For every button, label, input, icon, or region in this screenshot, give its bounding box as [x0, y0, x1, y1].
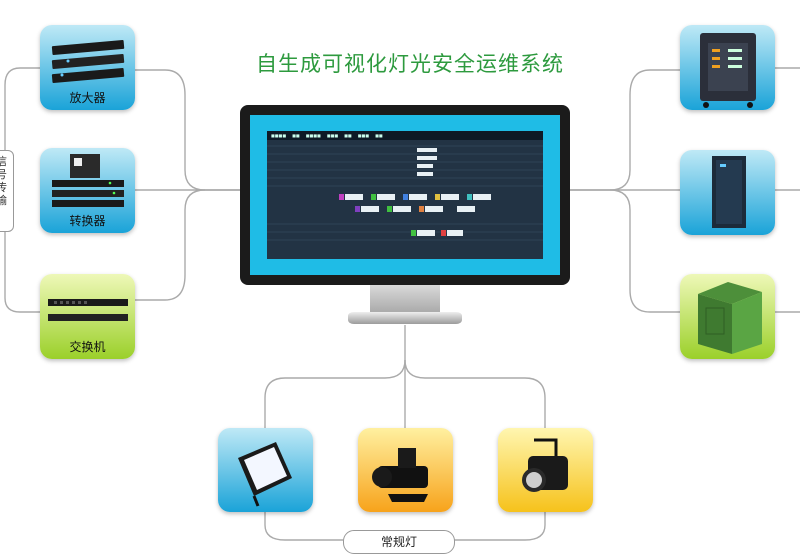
power-cabinet-icon — [700, 33, 756, 108]
page-title: 自生成可视化灯光安全运维系统 — [256, 52, 564, 76]
fresnel-light-icon — [522, 438, 568, 492]
server-rack-icon — [712, 156, 746, 228]
conventional-lights-tag: 常规灯 — [343, 530, 455, 554]
monitor: ■■■■■■■■■■■■■■■■■■■■ — [240, 105, 570, 285]
outdoor-cabinet-node — [680, 274, 775, 359]
app-menu-bar: ■■■■■■■■■■■■■■■■■■■■ — [267, 131, 543, 140]
switch-icon — [48, 299, 128, 321]
converter-node: 转换器 — [40, 148, 135, 233]
amplifier-label: 放大器 — [69, 91, 106, 105]
monitor-base — [348, 312, 462, 324]
signal-transmission-tag: 信号传输 — [0, 150, 14, 232]
software-screenshot: ■■■■■■■■■■■■■■■■■■■■ — [267, 131, 543, 259]
power-cabinet-node — [680, 25, 775, 110]
outdoor-cabinet-icon — [698, 282, 762, 354]
switch-node: 交换机 — [40, 274, 135, 359]
profile-spot-node — [358, 428, 453, 512]
conventional-lights-label: 常规灯 — [380, 535, 417, 549]
switch-label: 交换机 — [69, 340, 106, 354]
converter-label: 转换器 — [69, 214, 106, 228]
app-content — [267, 145, 543, 241]
converter-icon — [52, 154, 124, 207]
server-rack-node — [680, 150, 775, 235]
amplifier-node: 放大器 — [40, 25, 135, 110]
signal-transmission-label: 信号传输 — [0, 155, 7, 207]
monitor-stand — [370, 285, 440, 313]
led-panel-node — [218, 428, 313, 512]
monitor-screen: ■■■■■■■■■■■■■■■■■■■■ — [250, 115, 560, 275]
led-panel-light-icon — [238, 442, 292, 507]
amplifier-icon — [51, 39, 125, 84]
profile-spotlight-icon — [372, 448, 428, 502]
fresnel-node — [498, 428, 593, 512]
